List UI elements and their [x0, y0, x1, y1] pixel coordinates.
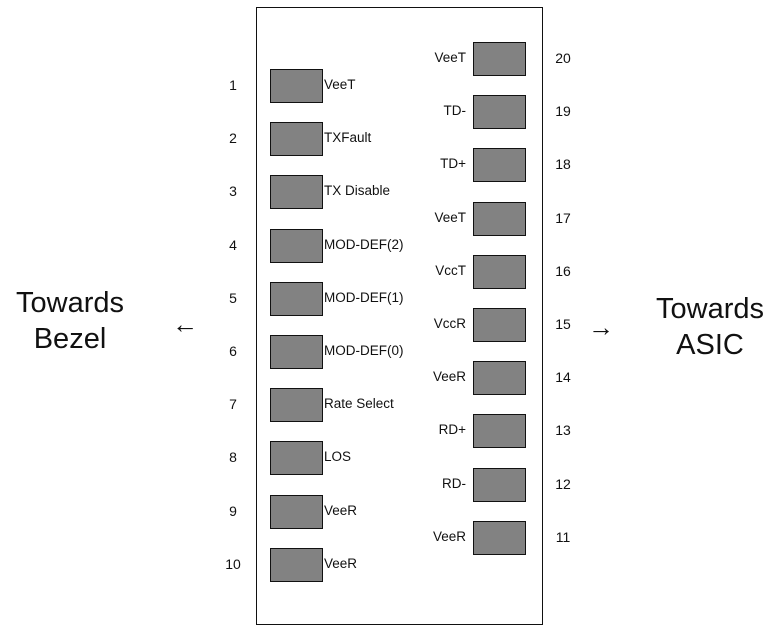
pin-number: 2	[229, 130, 237, 147]
pin-label: VeeR	[324, 502, 358, 518]
pin-label: VeeR	[432, 528, 466, 544]
pin-label: MOD-DEF(2)	[324, 236, 404, 252]
pin-label: VccT	[435, 262, 466, 278]
pin-pad	[473, 467, 526, 502]
module-outline	[256, 7, 543, 625]
pin-label: TXFault	[324, 130, 372, 146]
pin-number: 10	[225, 555, 241, 572]
pin-pad	[473, 254, 526, 289]
pin-number: 7	[229, 396, 237, 413]
pin-label: MOD-DEF(0)	[324, 343, 404, 358]
asic-title-line2: ASIC	[676, 329, 744, 361]
pin-pad	[270, 547, 323, 582]
pin-pad	[473, 95, 526, 130]
pin-number: 4	[229, 236, 237, 253]
pin-pad	[270, 69, 323, 103]
pin-pad	[473, 201, 526, 236]
pin-label: RD+	[438, 422, 466, 438]
arrow-left-icon: ←	[172, 309, 198, 339]
pin-pad	[473, 148, 526, 183]
pin-label: RD-	[442, 475, 466, 491]
bezel-title-line1: Towards	[16, 287, 124, 319]
pin-label: Rate Select	[324, 396, 394, 412]
pin-number: 1	[229, 77, 237, 93]
pin-label: VeeR	[432, 369, 466, 385]
pin-pad	[270, 388, 323, 423]
asic-title-line1: Towards	[656, 293, 764, 325]
pin-label: VccR	[433, 316, 466, 331]
pin-number: 6	[229, 343, 237, 359]
pin-pad	[270, 494, 323, 529]
pin-number: 18	[555, 156, 571, 173]
pin-number: 13	[555, 422, 571, 439]
pin-number: 15	[555, 316, 571, 332]
pin-label: MOD-DEF(1)	[324, 289, 404, 305]
pin-number: 17	[555, 209, 571, 226]
pin-number: 20	[555, 50, 571, 66]
pin-pad	[473, 361, 526, 396]
pin-label: VeeT	[324, 77, 356, 92]
pin-number: 9	[229, 502, 237, 519]
pin-number: 12	[555, 475, 571, 492]
bezel-title: Towards Bezel	[10, 285, 130, 357]
pin-pad	[270, 335, 323, 369]
pin-label: TX Disable	[324, 183, 391, 199]
pin-number: 14	[555, 369, 571, 386]
pin-pad	[473, 520, 526, 555]
pin-label: VeeT	[434, 50, 466, 65]
pin-pad	[270, 281, 323, 316]
pin-pad	[270, 441, 323, 476]
pin-label: TD+	[440, 156, 466, 172]
pin-pad	[270, 122, 323, 157]
asic-title: Towards ASIC	[645, 291, 775, 363]
bezel-title-line2: Bezel	[33, 323, 107, 355]
pin-number: 3	[229, 183, 237, 200]
pin-pad	[473, 308, 526, 342]
pin-label: TD-	[443, 103, 467, 119]
pin-pad	[270, 175, 323, 210]
pin-number: 8	[229, 449, 237, 466]
pin-number: 19	[555, 103, 571, 120]
pin-number: 11	[555, 528, 571, 545]
pin-label: VeeR	[324, 555, 358, 571]
arrow-right-icon: →	[588, 312, 614, 342]
pin-label: VeeT	[434, 209, 466, 225]
pin-label: LOS	[324, 449, 352, 465]
pin-pad	[270, 228, 323, 263]
pin-number: 5	[229, 289, 237, 306]
pin-pad	[473, 414, 526, 449]
pin-pad	[473, 42, 526, 76]
pin-number: 16	[555, 262, 571, 279]
